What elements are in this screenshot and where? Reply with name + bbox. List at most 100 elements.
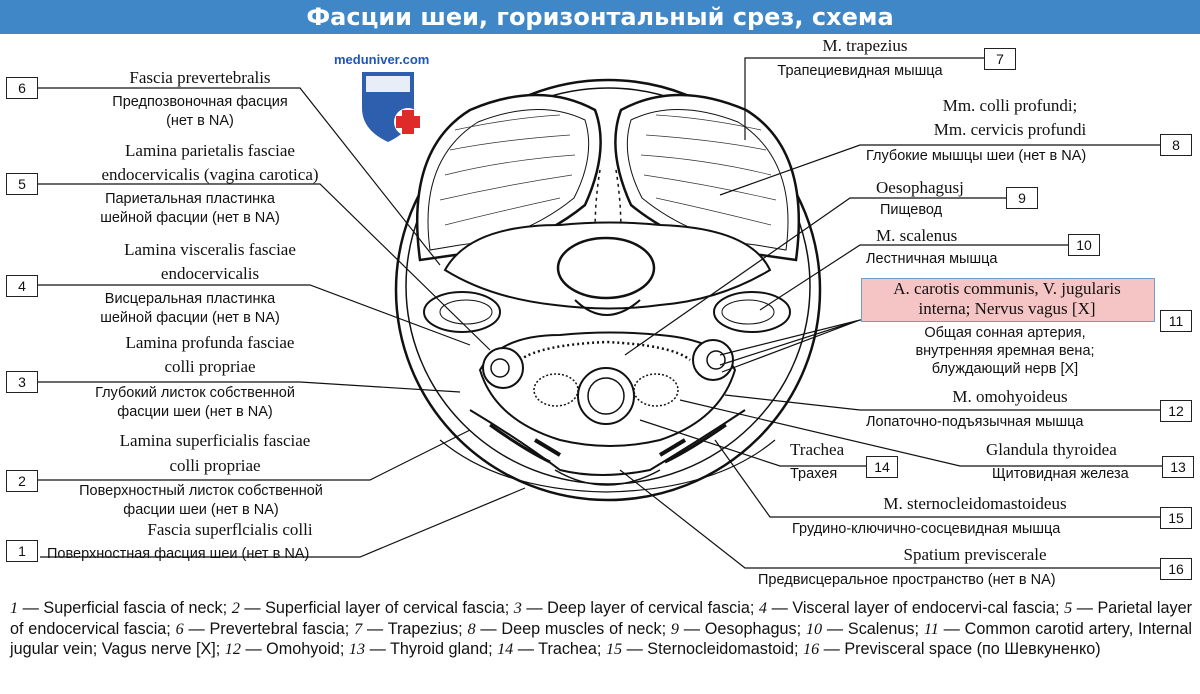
label-number-10: 10	[1068, 234, 1100, 256]
label-8-russian: Глубокие мышцы шеи (нет в NA)	[866, 148, 1087, 164]
label-10-latin: M. scalenus	[876, 226, 958, 245]
caption-item-number: 14	[497, 640, 514, 658]
label-15-russian: Грудино-ключично-сосцевидная мышца	[792, 521, 1061, 537]
caption-item-number: 4	[758, 599, 768, 617]
shield-logo-icon	[362, 72, 422, 142]
highlight-box-carotis	[861, 278, 1155, 322]
label-number-1: 1	[6, 540, 38, 562]
label-number-14: 14	[866, 456, 898, 478]
label-number-5: 5	[6, 173, 38, 195]
label-16-latin: Spatium previscerale	[903, 545, 1047, 564]
neck-cross-section	[394, 78, 822, 502]
label-7-russian: Трапециевидная мышца	[777, 63, 943, 79]
label-10-russian: Лестничная мышца	[866, 251, 998, 267]
label-5-latin-1: Lamina parietalis fasciae	[125, 141, 295, 160]
caption-item-number: 5	[1064, 599, 1073, 617]
caption-item-text: — Deep muscles of neck;	[475, 619, 671, 638]
caption-item-text: — Trachea;	[513, 640, 606, 658]
label-8-latin-2: Mm. cervicis profundi	[933, 120, 1087, 139]
label-3-russian-2: фасции шеи (нет в NA)	[117, 404, 273, 420]
label-3-russian-1: Глубокий листок собственной	[95, 385, 295, 401]
label-number-8: 8	[1160, 134, 1192, 156]
caption-item-number: 16	[802, 640, 820, 658]
label-9-latin: Oesophagusj	[876, 178, 964, 197]
label-number-11: 11	[1160, 310, 1192, 332]
label-3-latin-1: Lamina profunda fasciae	[125, 333, 295, 352]
label-number-6: 6	[6, 77, 38, 99]
caption-item-text: — Omohyoid;	[240, 640, 349, 658]
label-11-russian-3: блуждающий нерв [X]	[931, 361, 1079, 377]
caption-item-text: — Scalenus;	[822, 619, 924, 638]
label-14-russian: Трахея	[790, 466, 838, 482]
title-banner: Фасции шеи, горизонтальный срез, схема	[0, 0, 1200, 34]
caption-item-text: — Parietal layer of endocervical fascia;	[10, 599, 1193, 638]
label-2-russian-2: фасции шеи (нет в NA)	[123, 502, 279, 518]
caption-item-text: — Prevertebral fascia;	[183, 619, 355, 638]
label-4-russian-2: шейной фасции (нет в NA)	[100, 310, 280, 326]
label-6-latin: Fascia prevertebralis	[129, 68, 271, 87]
label-11-russian-2: внутренняя яремная вена;	[915, 343, 1095, 359]
caption-item-text: — Visceral layer of endocervi-cal fascia…	[767, 599, 1065, 617]
caption-item-text: — Trapezius;	[362, 619, 468, 638]
caption-item-number: 11	[923, 619, 939, 638]
caption-item-text: — Deep layer of cervical fascia;	[521, 599, 759, 617]
label-6-russian-1: Предпозвоночная фасция	[112, 94, 288, 110]
caption-item-text: — Thyroid gland;	[365, 640, 498, 658]
caption-item-text: — Superficial fascia of neck;	[18, 599, 232, 617]
label-5-latin-2: endocervicalis (vagina carotica)	[101, 165, 319, 184]
label-number-15: 15	[1160, 507, 1192, 529]
site-name: meduniver.com	[334, 52, 430, 67]
label-number-2: 2	[6, 470, 38, 492]
label-2-russian-1: Поверхностный листок собственной	[79, 483, 323, 499]
label-8-latin-1: Mm. colli profundi;	[942, 96, 1078, 115]
caption-item-text: — Superficial layer of cervical fascia;	[239, 599, 514, 617]
label-2-latin-1: Lamina superficialis fasciae	[119, 431, 311, 450]
caption-item-number: 1	[10, 599, 19, 617]
leader-lines	[22, 57, 1162, 569]
caption-item-number: 6	[175, 619, 184, 638]
caption-item-number: 3	[513, 599, 522, 617]
label-7-latin: M. trapezius	[822, 36, 908, 55]
label-number-4: 4	[6, 275, 38, 297]
label-13-russian: Щитовидная железа	[992, 466, 1129, 482]
label-5-russian-1: Париетальная пластинка	[105, 191, 275, 207]
caption-item-number: 9	[670, 619, 679, 638]
caption-item-number: 8	[467, 619, 476, 638]
label-11-russian-1: Общая сонная артерия,	[924, 325, 1086, 341]
label-16-russian: Предвисцеральное пространство (нет в NA)	[758, 572, 1056, 588]
label-number-13: 13	[1162, 456, 1194, 478]
label-12-russian: Лопаточно-подъязычная мышца	[866, 414, 1084, 430]
label-4-latin-1: Lamina visceralis fasciae	[124, 240, 296, 259]
label-15-latin: M. sternocleidomastoideus	[883, 494, 1067, 513]
caption-item-number: 15	[605, 640, 623, 658]
label-number-7: 7	[984, 48, 1016, 70]
caption-item-number: 7	[354, 619, 363, 638]
label-1-russian: Поверхностная фасция шеи (нет в NA)	[47, 546, 310, 562]
label-number-3: 3	[6, 371, 38, 393]
label-number-12: 12	[1160, 400, 1192, 422]
label-11-latin-1: A. carotis communis, V. jugularis	[893, 279, 1121, 298]
label-11-latin-2: interna; Nervus vagus [X]	[918, 299, 1096, 318]
label-14-latin: Trachea	[790, 440, 845, 459]
label-4-latin-2: endocervicalis	[160, 264, 260, 283]
caption-item-text: — Common carotid artery, Internal jugula…	[10, 619, 1192, 659]
label-number-16: 16	[1160, 558, 1192, 580]
label-5-russian-2: шейной фасции (нет в NA)	[100, 210, 280, 226]
caption-item-number: 13	[348, 640, 366, 658]
figure-caption: 1 — Superficial fascia of neck; 2 — Supe…	[10, 598, 1192, 660]
label-12-latin: M. omohyoideus	[952, 387, 1068, 406]
label-4-russian-1: Висцеральная пластинка	[104, 291, 276, 307]
label-number-9: 9	[1006, 187, 1038, 209]
label-13-latin: Glandula thyroidea	[986, 440, 1117, 459]
label-6-russian-2: (нет в NA)	[166, 113, 234, 129]
label-1-latin: Fascia superflcialis colli	[147, 520, 313, 539]
caption-item-number: 2	[231, 599, 240, 617]
caption-item-number: 10	[805, 619, 823, 638]
caption-item-text: — Previsceral space (по Шевкуненко)	[819, 640, 1101, 658]
label-3-latin-2: colli propriae	[164, 357, 256, 376]
caption-item-text: — Oesophagus;	[679, 619, 806, 638]
label-9-russian: Пищевод	[880, 202, 943, 218]
caption-item-number: 12	[224, 640, 241, 658]
label-2-latin-2: colli propriae	[169, 456, 261, 475]
